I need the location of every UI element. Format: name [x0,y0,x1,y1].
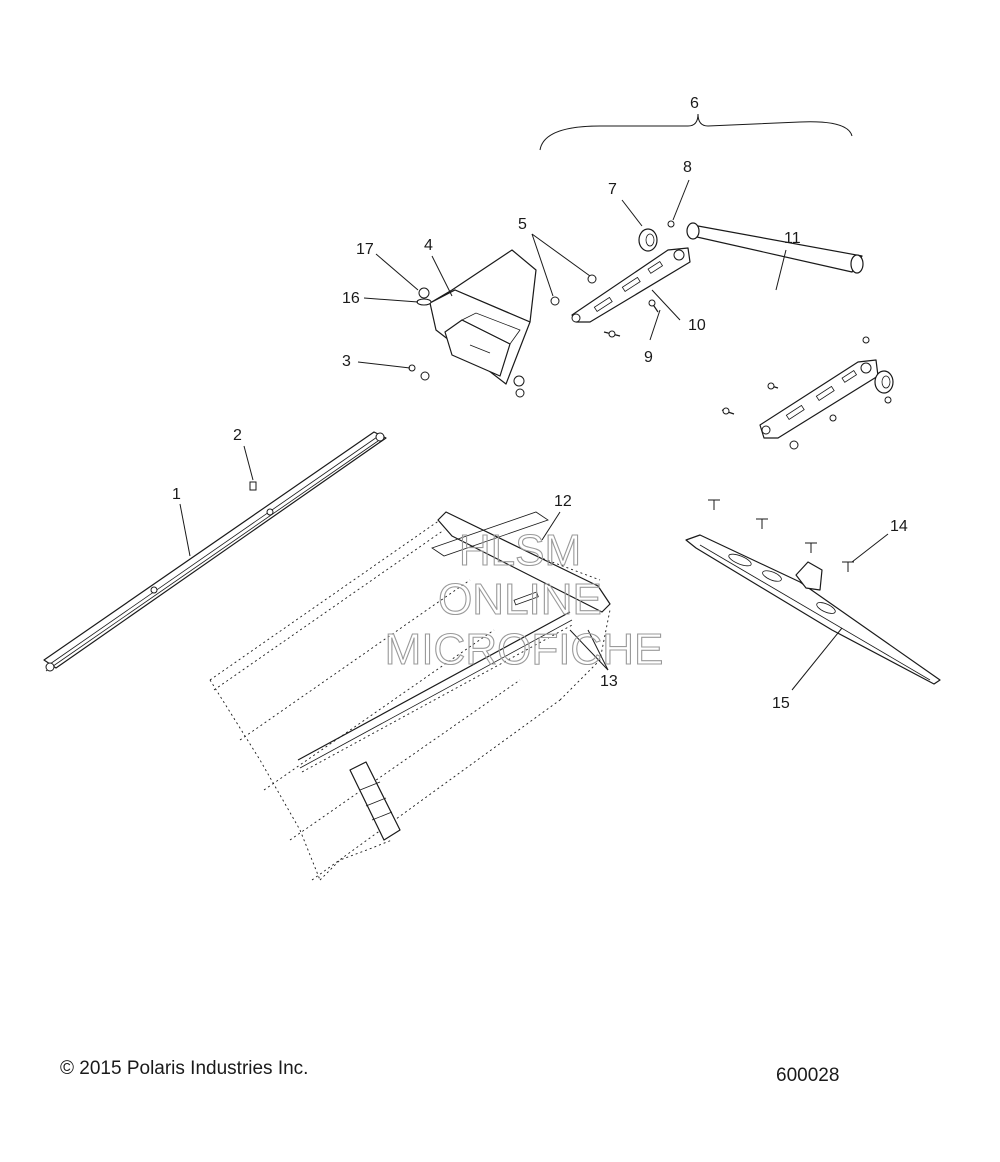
watermark-line-1: HLSM [459,526,581,575]
callout-14: 14 [890,518,908,535]
callout-16: 16 [342,290,360,307]
part-15-skid-plate [685,534,941,685]
callout-1: 1 [172,486,181,503]
copyright-text: © 2015 Polaris Industries Inc. [60,1058,309,1079]
frame-bracket [349,761,401,841]
callout-7: 7 [608,181,617,198]
callout-5: 5 [518,216,527,233]
part-9-bolts-upper [603,299,659,338]
callout-11: 11 [784,230,801,247]
watermark: HLSM ONLINE MICROFICHE [384,525,664,674]
callout-6: 6 [690,95,699,112]
part-2-screw [249,481,257,491]
callout-8: 8 [683,159,692,176]
callout-4: 4 [424,237,433,254]
part-7-bushing-lower [874,370,894,394]
part-10-arm-upper [571,247,691,323]
part-14-push-rivets [708,499,854,572]
figure-number: 600028 [776,1065,840,1086]
vehicle-frame-reference [209,519,611,881]
part-1-rail [43,431,387,672]
lower-arm-hardware [721,336,892,450]
part-5-nuts [550,274,597,306]
callout-2: 2 [233,427,242,444]
callout-13: 13 [600,673,618,690]
part-10-arm-lower [759,359,879,439]
part-4-housing [429,249,537,385]
part-11-tube [686,222,864,274]
callout-17: 17 [356,241,374,258]
parts-3-16-17-hardware [408,287,525,398]
watermark-line-3: MICROFICHE [385,625,664,674]
callout-15: 15 [772,695,790,712]
callout-12: 12 [554,493,572,510]
callout-10: 10 [688,317,706,334]
part-8-fastener [667,220,675,228]
watermark-line-2: ONLINE [438,575,602,624]
callout-labels: 1 2 3 4 5 6 7 8 9 10 11 12 13 14 15 16 1… [172,95,908,712]
callout-3: 3 [342,353,351,370]
part-7-bushing-upper [638,228,658,252]
part-13-rail-strip [297,611,575,773]
part-12-mount-plate [431,511,611,613]
callout-9: 9 [644,349,653,366]
leader-lines [179,113,889,691]
